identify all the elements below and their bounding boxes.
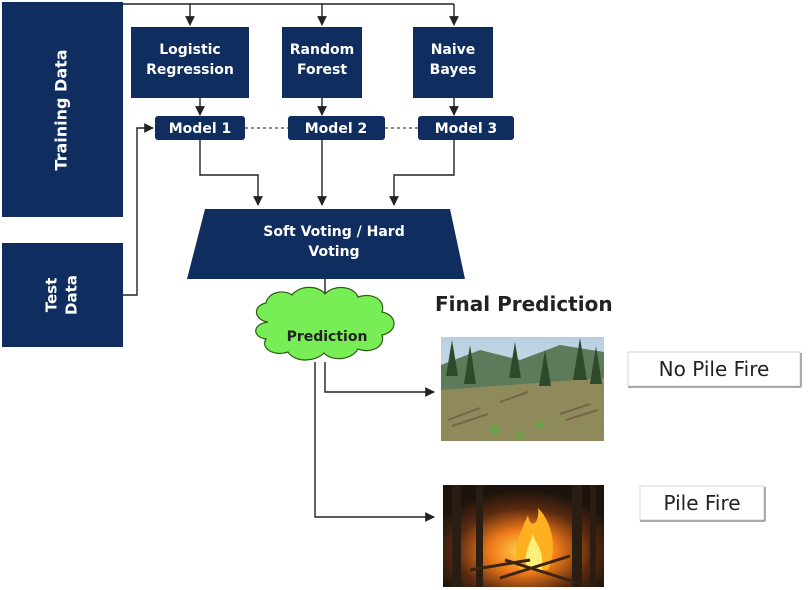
model-label: Model 1 <box>169 121 231 137</box>
training-data-label: Training Data <box>52 49 71 170</box>
model-box-2: Model 2 <box>288 116 385 140</box>
model-label: Model 2 <box>305 121 367 137</box>
algorithm-box-naive-bayes: Naive Bayes <box>413 27 493 98</box>
algorithm-label-line1: Naive <box>431 42 476 58</box>
model-box-3: Model 3 <box>418 116 514 140</box>
algorithm-label-line1: Random <box>290 42 354 58</box>
arrow-to-pile-fire <box>314 362 435 522</box>
arrow-model1-voting <box>199 140 263 206</box>
algorithm-box-random-forest: Random Forest <box>282 27 362 98</box>
test-data-feed-line <box>123 123 154 296</box>
prediction-label: Prediction <box>287 329 368 345</box>
voting-label-line1: Soft Voting / Hard <box>263 224 404 240</box>
model-box-1: Model 1 <box>155 116 245 140</box>
prediction-cloud: Prediction <box>255 286 395 361</box>
algorithm-label-line1: Logistic <box>159 42 220 58</box>
algorithm-label-line2: Forest <box>297 62 347 78</box>
no-pile-fire-image <box>441 337 604 441</box>
arrow-to-no-pile-fire <box>324 362 435 397</box>
pile-fire-image <box>443 485 604 587</box>
final-prediction-title: Final Prediction <box>435 292 613 316</box>
test-data-box: Test Data <box>2 243 123 347</box>
pile-fire-label-box: Pile Fire <box>639 485 766 522</box>
test-data-label-line1: Test <box>43 278 61 313</box>
arrow-model3-voting <box>389 140 455 206</box>
model-label: Model 3 <box>435 121 497 137</box>
algorithm-box-logistic-regression: Logistic Regression <box>131 27 249 98</box>
no-pile-fire-label: No Pile Fire <box>659 357 770 381</box>
algorithm-label-line2: Bayes <box>430 62 477 78</box>
algorithm-label-line2: Regression <box>146 62 234 78</box>
voting-label-line2: Voting <box>308 244 359 260</box>
connectors <box>123 3 459 522</box>
test-data-label-line2: Data <box>63 275 81 315</box>
pile-fire-label: Pile Fire <box>663 491 740 515</box>
no-pile-fire-label-box: No Pile Fire <box>627 351 802 388</box>
voting-box: Soft Voting / Hard Voting <box>187 209 465 279</box>
training-data-box: Training Data <box>2 2 123 217</box>
